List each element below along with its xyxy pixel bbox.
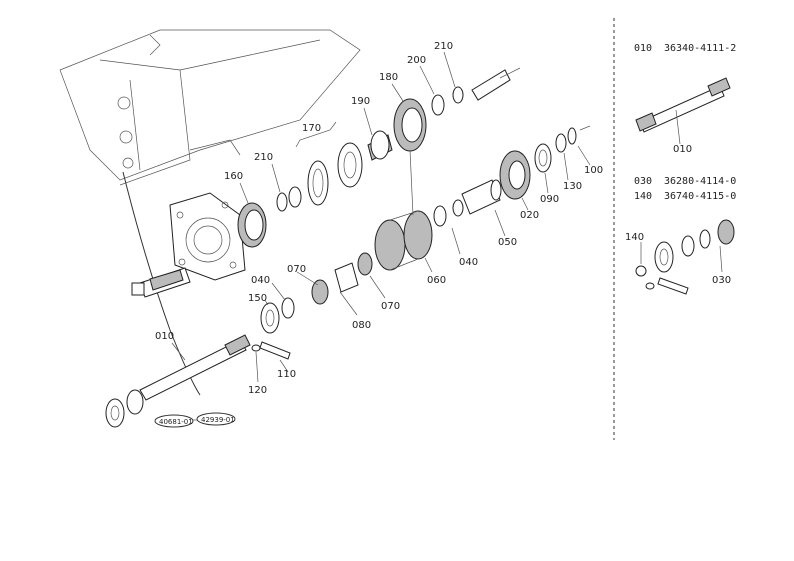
ref-tag-2: 42939-01 [201, 416, 235, 424]
bearing-090 [534, 143, 552, 173]
main-shaft-010 [105, 334, 251, 428]
washer-040-mid [433, 199, 464, 227]
side-callout-030: 030 [712, 275, 731, 286]
callout-160: 160 [224, 171, 243, 182]
spacer-050 [461, 179, 502, 215]
gear-cluster-060 [374, 149, 433, 271]
callout-110: 110 [277, 369, 296, 380]
side-row2-code: 030 [634, 176, 652, 187]
bolt-120 [251, 344, 261, 352]
washer-210-left [276, 186, 302, 212]
ref-tag-1: 40681-01 [159, 418, 193, 426]
needle-bearing-070-left [311, 279, 329, 305]
callout-020: 020 [520, 210, 539, 221]
sleeve-170 [295, 121, 363, 206]
callout-040-low: 040 [251, 275, 270, 286]
callout-210-left: 210 [254, 152, 273, 163]
side-row3-part: 36740-4115-0 [664, 191, 736, 202]
callout-010: 010 [155, 331, 174, 342]
reference-tags: 40681-01 42939-01 [154, 412, 236, 428]
washer-200 [431, 94, 445, 116]
callout-060: 060 [427, 275, 446, 286]
washer-040-low [281, 297, 295, 319]
ring-100 [567, 125, 591, 145]
bearing-cover-plate [169, 192, 246, 281]
callout-labels: 010 110 120 150 040 070 080 070 160 210 … [155, 41, 603, 396]
callout-200: 200 [407, 55, 426, 66]
needle-bearing-190 [367, 130, 393, 161]
callout-080: 080 [352, 320, 371, 331]
callout-120: 120 [248, 385, 267, 396]
gear-160 [237, 202, 267, 248]
callout-150: 150 [248, 293, 267, 304]
bearing-150 [260, 302, 280, 334]
side-part-table: 010 36340-4111-2 030 36280-4114-0 140 36… [634, 43, 736, 202]
side-row2-part: 36280-4114-0 [664, 176, 736, 187]
side-callout-010: 010 [673, 144, 692, 155]
needle-bearing-070-right [357, 252, 373, 276]
shaft-end-top [471, 67, 521, 101]
side-bearing-set: 140 030 [625, 219, 735, 295]
side-row1-part: 36340-4111-2 [664, 43, 736, 54]
callout-090: 090 [540, 194, 559, 205]
input-spline-shaft [131, 267, 191, 298]
callout-050: 050 [498, 237, 517, 248]
washer-130 [555, 133, 567, 153]
callout-210-right: 210 [434, 41, 453, 52]
side-shaft-010: 010 [635, 77, 731, 155]
gear-020 [499, 150, 531, 200]
spacer-080 [334, 262, 359, 293]
callout-040-mid: 040 [459, 257, 478, 268]
pin-110 [259, 341, 291, 360]
leader-lines [171, 51, 591, 383]
callout-170: 170 [302, 123, 321, 134]
washer-210-right [452, 86, 464, 104]
side-row1-code: 010 [634, 43, 652, 54]
callout-180: 180 [379, 72, 398, 83]
transmission-housing [59, 29, 361, 396]
side-row3-code: 140 [634, 191, 652, 202]
callout-190: 190 [351, 96, 370, 107]
callout-130: 130 [563, 181, 582, 192]
callout-100: 100 [584, 165, 603, 176]
side-callout-140: 140 [625, 232, 644, 243]
gear-180 [393, 98, 427, 152]
callout-070-right: 070 [381, 301, 400, 312]
callout-070-left: 070 [287, 264, 306, 275]
